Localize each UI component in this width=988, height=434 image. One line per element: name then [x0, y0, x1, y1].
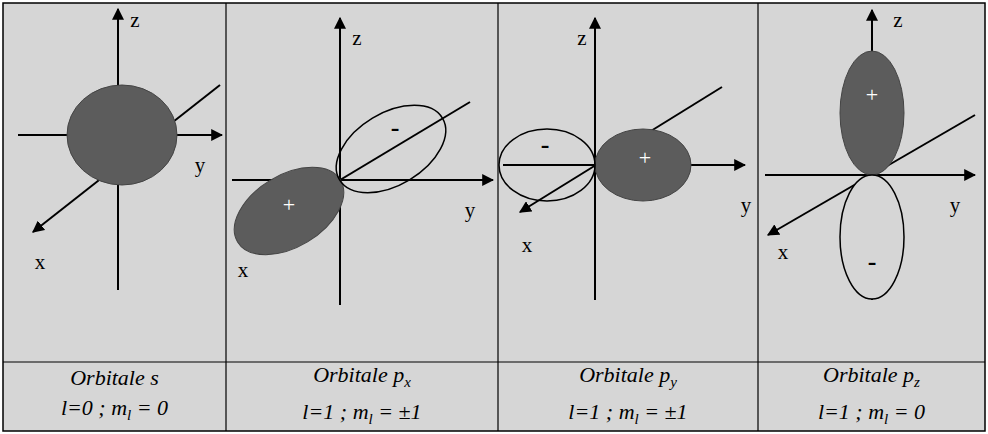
orbital-caption: Orbitale px	[313, 360, 411, 397]
x-axis	[33, 85, 220, 232]
column-rule	[225, 3, 226, 431]
axis-label: z	[130, 10, 139, 31]
positive-lobe	[219, 149, 359, 273]
subscript: l	[884, 411, 888, 427]
lobe-sign: +	[283, 194, 295, 216]
table-ground	[3, 3, 985, 431]
lobe-sign: -	[868, 249, 877, 275]
orbital-panel: z - + y x	[498, 3, 758, 362]
s-orbital-sphere	[67, 85, 177, 185]
z-axis	[339, 18, 341, 305]
negative-lobe	[840, 175, 904, 299]
orbital-panel: z + - y x	[226, 3, 498, 362]
axis-label: y	[950, 195, 961, 216]
caption-text: l=1 ; m	[568, 399, 634, 424]
caption-text: Orbitale p	[313, 362, 404, 387]
orbital-caption: Orbitale s	[70, 363, 159, 393]
lobe-sign: +	[639, 147, 651, 169]
orbital-caption: Orbitale pz	[823, 360, 920, 397]
caption-cell: Orbitale pzl=1 ; ml= 0	[758, 362, 985, 431]
caption-text: l=1 ; m	[302, 399, 368, 424]
positive-lobe	[595, 129, 691, 201]
axis-label: y	[465, 200, 476, 221]
positive-lobe	[840, 51, 904, 175]
lobe-sign: -	[391, 115, 400, 141]
orbital-caption: Orbitale py	[579, 360, 677, 397]
caption-text: l=0 ; m	[61, 395, 127, 420]
column-rule	[497, 3, 498, 431]
axis-label: z	[577, 28, 586, 49]
subscript: z	[914, 374, 920, 390]
quantum-numbers: l=1 ; ml = ±1	[568, 397, 687, 434]
caption-cell: Orbitale pyl=1 ; ml= ±1	[498, 362, 758, 431]
negative-lobe	[499, 129, 595, 201]
caption-text: = 0	[137, 395, 168, 420]
caption-text: = ±1	[644, 399, 687, 424]
caption-cell: Orbitale s l=0 ; ml = 0	[3, 362, 226, 431]
orbital-panel: z y x	[3, 3, 226, 362]
caption-text: = 0	[894, 399, 925, 424]
axis-label: x	[522, 235, 533, 256]
x-axis	[520, 87, 722, 212]
subscript: y	[670, 374, 677, 390]
lobe-sign: +	[866, 84, 878, 106]
caption-cell: Orbitale pxl=1 ; ml= ±1	[226, 362, 498, 431]
caption-text: Orbitale p	[823, 362, 914, 387]
axis-label: z	[352, 28, 361, 49]
quantum-numbers: l=1 ; ml = 0	[818, 397, 925, 434]
caption-text: Orbitale p	[579, 362, 670, 387]
quantum-numbers: l=1 ; ml = ±1	[302, 397, 421, 434]
axis-label: z	[893, 10, 902, 31]
axis-label: y	[741, 195, 752, 216]
caption-text: l=1 ; m	[818, 399, 884, 424]
column-rule	[757, 3, 758, 431]
axis-label: y	[195, 155, 206, 176]
negative-lobe	[321, 87, 461, 211]
axis-label: x	[35, 252, 46, 273]
quantum-numbers: l=0 ; ml = 0	[61, 393, 168, 430]
subscript: l	[635, 411, 639, 427]
subscript: l	[127, 407, 131, 423]
lobe-sign: -	[541, 132, 550, 158]
table-border	[3, 3, 985, 431]
caption-text: = ±1	[378, 399, 421, 424]
axis-label: x	[778, 242, 789, 263]
orbital-panel: z + y x -	[758, 3, 985, 362]
subscript: x	[404, 374, 411, 390]
subscript: l	[369, 411, 373, 427]
axis-label: x	[238, 260, 249, 281]
caption-text: Orbitale s	[70, 365, 159, 390]
